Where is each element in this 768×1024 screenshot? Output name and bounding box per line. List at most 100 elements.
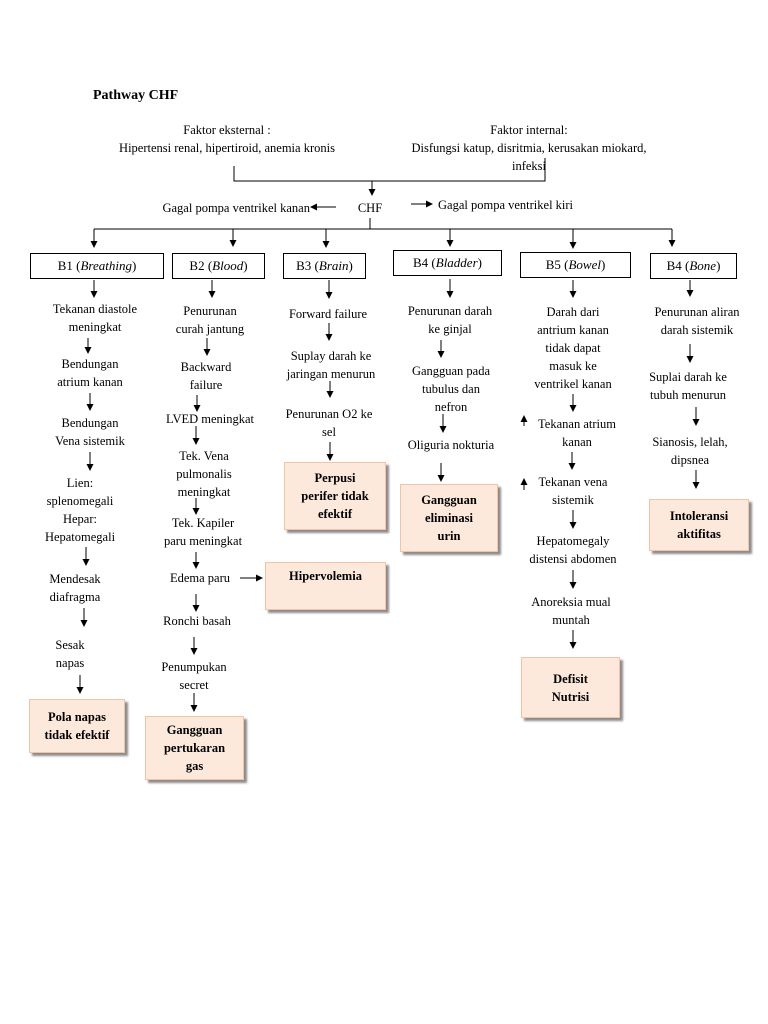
faktor-internal-text-2: infeksi: [511, 159, 547, 173]
b3-step: Penurunan O2 ke sel: [259, 405, 399, 441]
b2-step-7-line-1: Ronchi basah: [163, 614, 231, 628]
faktor-eksternal-text: Hipertensi renal, hipertiroid, anemia kr…: [119, 141, 335, 155]
b4-bone-step: Suplai darah ke tubuh menurun: [618, 368, 758, 404]
b1-close: ): [131, 258, 137, 273]
b2-side-diagnosis: Hipervolemia: [289, 569, 362, 583]
b2-step-6-line-1: Edema paru: [169, 571, 231, 585]
b2-system: Blood: [212, 258, 244, 273]
b5-step-1-line-3: tidak dapat: [545, 341, 601, 355]
b1-step-2-line-1: Bendungan: [61, 357, 119, 371]
faktor-internal: Faktor internal: Disfungsi katup, disrit…: [384, 121, 674, 175]
b4-bladder-diagnosis-line-3: urin: [437, 529, 461, 543]
b2-step: Penurunan curah jantung: [140, 302, 280, 338]
b5-step-3-line-2: sistemik: [552, 493, 594, 507]
diagnosis-box: Gangguan pertukaran gas: [145, 716, 244, 780]
b4-bone-system: Bone: [689, 258, 717, 273]
b4-bladder-step-3-line-1: Oliguria nokturia: [407, 438, 495, 452]
b4-bladder-step-2-line-3: nefron: [434, 400, 468, 414]
b4-bone-step: Penurunan aliran darah sistemik: [627, 303, 767, 339]
faktor-internal-text: Disfungsi katup, disritmia, kerusakan mi…: [411, 141, 647, 155]
b5-step: Tekanan atrium kanan: [507, 415, 647, 451]
b1-step-4-line-3: Hepar:: [62, 512, 97, 526]
b2-step-5-line-2: paru meningkat: [163, 534, 243, 548]
b5-bowel-box: B5 (Bowel): [520, 252, 631, 278]
b5-step-5-line-2: muntah: [552, 613, 590, 627]
b2-step: LVED meningkat: [140, 410, 280, 428]
b3-step-2-line-2: jaringan menurun: [286, 367, 376, 381]
diagnosis-box: Hipervolemia: [265, 562, 386, 610]
b4-bladder-step-2-line-1: Gangguan pada: [411, 364, 491, 378]
b3-step-2-line-1: Suplay darah ke: [290, 349, 372, 363]
b1-step-4-line-4: Hepatomegali: [44, 530, 116, 544]
b3-system: Brain: [318, 258, 349, 273]
b2-step: Edema paru: [160, 569, 240, 587]
b4-bladder-system: Bladder: [435, 255, 478, 270]
b3-step-1-line-1: Forward failure: [288, 307, 368, 321]
b2-diagnosis-line-3: gas: [185, 759, 204, 773]
b3-close: ): [348, 258, 353, 273]
b5-step-2-line-1: Tekanan atrium: [538, 417, 616, 431]
b4-bone-box: B4 (Bone): [650, 253, 737, 279]
b5-diagnosis-line-2: Nutrisi: [551, 689, 590, 704]
b4-bladder-step: Penurunan darah ke ginjal: [380, 302, 520, 338]
b2-close: ): [243, 258, 248, 273]
b5-step: Anoreksia mual muntah: [501, 593, 641, 629]
b1-step-6-line-1: Sesak: [55, 638, 85, 652]
b2-code: B2 (: [189, 258, 213, 273]
b1-step-5-line-2: diafragma: [49, 590, 101, 604]
b4-bone-step-1-line-1: Penurunan aliran: [654, 305, 740, 319]
b2-step-1-line-2: curah jantung: [175, 322, 245, 336]
b5-step-2-line-2: kanan: [562, 435, 592, 449]
b5-system: Bowel: [568, 257, 601, 272]
b1-step-4-line-1: Lien:: [66, 476, 94, 490]
b5-step-1-line-1: Darah dari: [546, 305, 600, 319]
b4-bladder-step: Oliguria nokturia: [381, 436, 521, 454]
b2-step-2-line-2: failure: [189, 378, 223, 392]
b1-system: Breathing: [80, 258, 132, 273]
b1-step: Sesak napas: [0, 636, 140, 672]
b3-step-3-line-1: Penurunan O2 ke: [285, 407, 373, 421]
b1-code: B1 (: [57, 258, 81, 273]
gagal-pompa-kanan: Gagal pompa ventrikel kanan: [162, 201, 310, 215]
b4-bladder-step-1-line-1: Penurunan darah: [407, 304, 493, 318]
b5-step-3-line-1: Tekanan vena: [538, 475, 608, 489]
b2-step-5-line-1: Tek. Kapiler: [171, 516, 235, 530]
b1-diagnosis-line-1: Pola napas: [47, 710, 106, 724]
b3-code: B3 (: [296, 258, 319, 273]
b1-step: Bendungan atrium kanan: [20, 355, 160, 391]
b3-diagnosis-line-1: Perpusi: [314, 471, 356, 485]
b2-step-4-line-1: Tek. Vena: [179, 449, 229, 463]
gagal-pompa-kiri: Gagal pompa ventrikel kiri: [438, 198, 574, 212]
b3-brain-box: B3 (Brain): [283, 253, 366, 279]
b4-bladder-step-1-line-2: ke ginjal: [428, 322, 472, 336]
b4-bone-diagnosis-line-2: aktifitas: [677, 527, 721, 541]
b1-step-3-line-1: Bendungan: [61, 416, 119, 430]
b3-step: Suplay darah ke jaringan menurun: [261, 347, 401, 383]
b3-step-3-line-2: sel: [322, 425, 336, 439]
b2-step-4-line-3: meningkat: [177, 485, 231, 499]
b4-bone-step-2-line-2: tubuh menurun: [649, 388, 727, 402]
b3-step: Forward failure: [258, 305, 398, 323]
b3-diagnosis-line-3: efektif: [317, 507, 352, 521]
b5-step-5-line-1: Anoreksia mual: [531, 595, 611, 609]
faktor-eksternal-heading: Faktor eksternal :: [183, 123, 271, 137]
b4-bone-close: ): [716, 258, 721, 273]
b1-step-2-line-2: atrium kanan: [57, 375, 123, 389]
diagnosis-box: Perpusi perifer tidak efektif: [284, 462, 386, 530]
b2-step-3-line-1: LVED meningkat: [165, 412, 255, 426]
b3-diagnosis-line-2: perifer tidak: [301, 489, 369, 503]
b2-step-8-line-2: secret: [179, 678, 209, 692]
diagnosis-box: Defisit Nutrisi: [521, 657, 620, 718]
b1-step-1-line-1: Tekanan diastole: [52, 302, 138, 316]
b5-close: ): [600, 257, 606, 272]
b4-bladder-diagnosis-line-1: Gangguan: [421, 493, 477, 507]
b1-step: Lien: splenomegali Hepar: Hepatomegali: [10, 474, 150, 546]
faktor-eksternal: Faktor eksternal : Hipertensi renal, hip…: [94, 121, 360, 157]
b2-step-1-line-1: Penurunan: [183, 304, 237, 318]
b5-diagnosis-line-1: Defisit: [553, 671, 588, 686]
b5-step: Hepatomegaly distensi abdomen: [503, 532, 643, 568]
b2-step-2-line-1: Backward: [180, 360, 232, 374]
diagnosis-box: Pola napas tidak efektif: [29, 699, 125, 753]
b2-step: Tek. Kapiler paru meningkat: [133, 514, 273, 550]
